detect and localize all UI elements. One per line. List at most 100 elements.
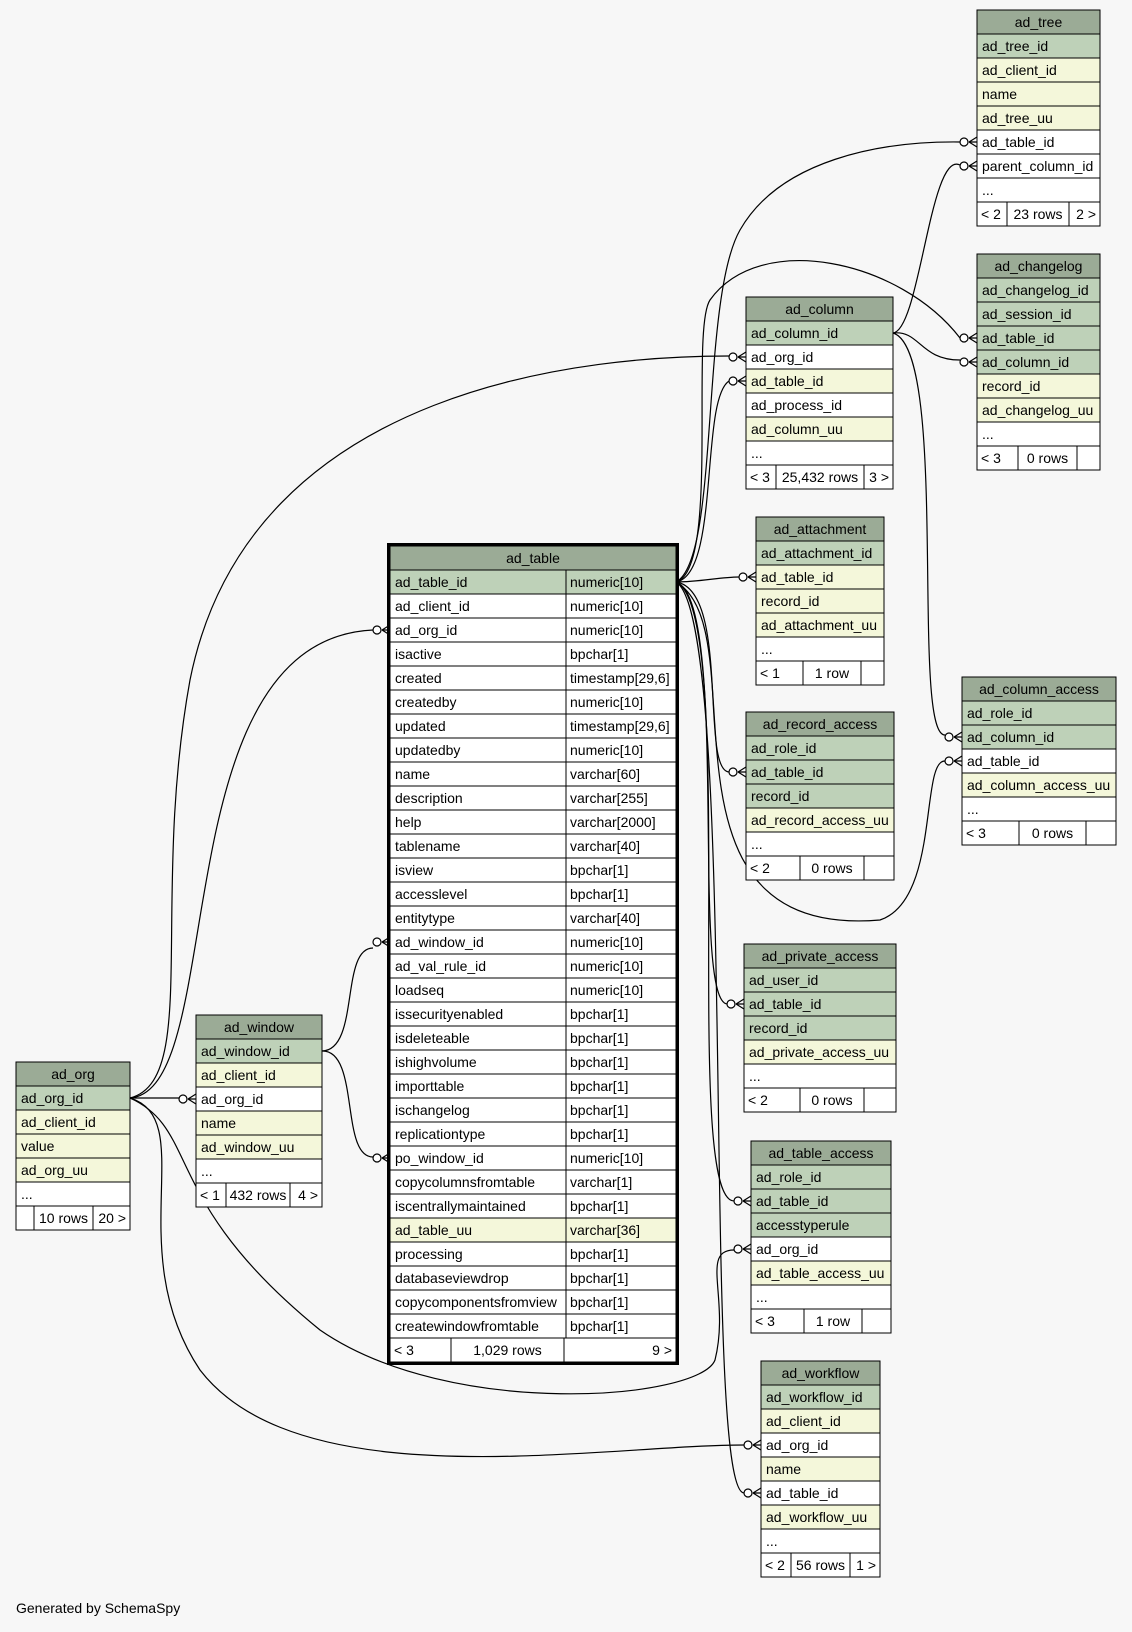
column-name: ... bbox=[756, 1289, 768, 1305]
column-name: createwindowfromtable bbox=[395, 1318, 539, 1334]
table-title: ad_table_access bbox=[768, 1145, 873, 1161]
column-row bbox=[745, 416, 894, 442]
column-name: record_id bbox=[761, 593, 819, 609]
column-row bbox=[389, 1217, 677, 1243]
table-ad_changelog[interactable]: ad_changelogad_changelog_idad_session_id… bbox=[976, 253, 1101, 471]
column-row bbox=[976, 129, 1101, 155]
fk-line-parent-column bbox=[892, 163, 961, 334]
column-name: record_id bbox=[749, 1020, 807, 1036]
column-name: ... bbox=[201, 1163, 213, 1179]
column-row bbox=[755, 564, 885, 590]
column-name: ad_table_id bbox=[395, 574, 467, 590]
table-header bbox=[976, 9, 1101, 35]
column-row bbox=[745, 807, 895, 833]
fk-line-changelog-column bbox=[892, 332, 961, 361]
fk-line-window-id bbox=[321, 947, 374, 1052]
column-name: ad_org_id bbox=[766, 1437, 828, 1453]
column-name: record_id bbox=[751, 788, 809, 804]
column-row bbox=[976, 397, 1101, 423]
column-name: ad_session_id bbox=[982, 306, 1072, 322]
column-row bbox=[760, 1528, 881, 1554]
column-row bbox=[750, 1260, 892, 1286]
column-name: ischangelog bbox=[395, 1102, 470, 1118]
column-row bbox=[389, 1265, 677, 1291]
column-row bbox=[389, 929, 677, 955]
column-row bbox=[743, 1063, 897, 1089]
column-row bbox=[389, 1193, 677, 1219]
column-name: ad_org_uu bbox=[21, 1162, 88, 1178]
column-row bbox=[743, 967, 897, 993]
column-row bbox=[745, 440, 894, 466]
fk-line-ad_table_id-7 bbox=[675, 581, 745, 1494]
footer-prev: < 1 bbox=[200, 1187, 220, 1203]
column-row bbox=[743, 1039, 897, 1065]
column-name: ad_role_id bbox=[756, 1169, 821, 1185]
column-row bbox=[389, 977, 677, 1003]
column-row bbox=[389, 641, 677, 667]
fk-line-tableaccess-org bbox=[129, 1097, 735, 1395]
column-row bbox=[389, 857, 677, 883]
table-ad_org[interactable]: ad_orgad_org_idad_client_idvaluead_org_u… bbox=[15, 1061, 131, 1231]
column-row bbox=[195, 1134, 323, 1160]
fk-line-column-access bbox=[892, 332, 946, 736]
table-title: ad_workflow bbox=[782, 1365, 861, 1381]
footer-prev: < 1 bbox=[760, 665, 780, 681]
table-ad_tree[interactable]: ad_treead_tree_idad_client_idnamead_tree… bbox=[976, 9, 1101, 227]
column-name: entitytype bbox=[395, 910, 455, 926]
table-ad_column[interactable]: ad_columnad_column_idad_org_idad_table_i… bbox=[745, 296, 894, 490]
fk-line-po-window-id bbox=[321, 1050, 374, 1158]
column-name: ad_window_uu bbox=[201, 1139, 294, 1155]
column-row bbox=[745, 344, 894, 370]
footer-rows: 1,029 rows bbox=[473, 1342, 541, 1358]
column-row bbox=[743, 1015, 897, 1041]
table-ad_attachment[interactable]: ad_attachmentad_attachment_idad_table_id… bbox=[755, 516, 885, 686]
column-row bbox=[961, 724, 1117, 750]
table-header bbox=[961, 676, 1117, 702]
footer-rows: 0 rows bbox=[811, 860, 852, 876]
table-footer bbox=[750, 1308, 892, 1334]
column-name: ... bbox=[749, 1068, 761, 1084]
column-type: varchar[60] bbox=[570, 766, 640, 782]
table-footer bbox=[976, 445, 1101, 471]
fk-marker bbox=[733, 1243, 752, 1255]
column-row bbox=[389, 1289, 677, 1315]
table-ad_workflow[interactable]: ad_workflowad_workflow_idad_client_idad_… bbox=[760, 1360, 881, 1578]
column-type: numeric[10] bbox=[570, 958, 643, 974]
fk-marker bbox=[743, 1487, 762, 1499]
table-ad_table_access[interactable]: ad_table_accessad_role_idad_table_idacce… bbox=[750, 1140, 892, 1334]
column-type: bpchar[1] bbox=[570, 1126, 628, 1142]
table-ad_column_access[interactable]: ad_column_accessad_role_idad_column_idad… bbox=[961, 676, 1117, 846]
column-name: ad_user_id bbox=[749, 972, 818, 988]
column-name: ... bbox=[766, 1533, 778, 1549]
column-name: ad_table_id bbox=[766, 1485, 838, 1501]
column-name: ad_changelog_id bbox=[982, 282, 1089, 298]
footer-prev: < 2 bbox=[765, 1557, 785, 1573]
table-title: ad_attachment bbox=[774, 521, 867, 537]
fk-line-workflow-org bbox=[129, 1097, 745, 1458]
column-row bbox=[389, 1025, 677, 1051]
table-ad_private_access[interactable]: ad_private_accessad_user_idad_table_idre… bbox=[743, 943, 897, 1113]
table-ad_record_access[interactable]: ad_record_accessad_role_idad_table_idrec… bbox=[745, 711, 895, 881]
column-name: ad_record_access_uu bbox=[751, 812, 889, 828]
footer-next: 20 > bbox=[98, 1210, 126, 1226]
column-row bbox=[15, 1157, 131, 1183]
column-name: ad_changelog_uu bbox=[982, 402, 1093, 418]
column-name: ... bbox=[982, 426, 994, 442]
column-name: ad_table_id bbox=[761, 569, 833, 585]
column-name: ad_val_rule_id bbox=[395, 958, 486, 974]
footer-rows: 0 rows bbox=[1032, 825, 1073, 841]
table-ad_window[interactable]: ad_windowad_window_idad_client_idad_org_… bbox=[195, 1014, 323, 1208]
column-name: ad_org_id bbox=[751, 349, 813, 365]
column-row bbox=[976, 349, 1101, 375]
table-title: ad_table bbox=[506, 550, 560, 566]
column-type: numeric[10] bbox=[570, 622, 643, 638]
column-name: ad_table_id bbox=[751, 764, 823, 780]
footer-prev: < 2 bbox=[748, 1092, 768, 1108]
column-name: ad_workflow_id bbox=[766, 1389, 863, 1405]
column-row bbox=[389, 569, 677, 595]
generated-by-label: Generated by SchemaSpy bbox=[16, 1600, 181, 1616]
table-footer bbox=[195, 1182, 323, 1208]
fk-marker bbox=[728, 766, 747, 778]
column-row bbox=[976, 177, 1101, 203]
